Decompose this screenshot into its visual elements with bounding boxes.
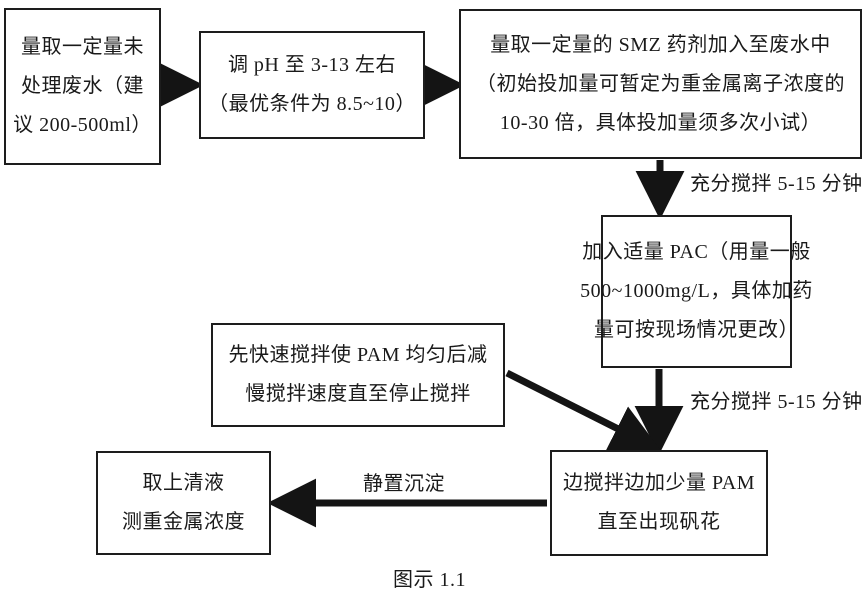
node-ph-line-2: （最优条件为 8.5~10）: [208, 93, 416, 115]
node-pac-line-2: 500~1000mg/L，具体加药: [580, 280, 813, 302]
node-smz-line-3: 10-30 倍，具体投加量须多次小试）: [499, 111, 822, 134]
node-pam-add-line-2: 直至出现矾花: [597, 511, 721, 533]
node-intake-line-2: 处理废水（建: [21, 75, 144, 97]
node-intake-line-3: 议 200-500ml）: [13, 114, 152, 136]
arrow-pam-stir-to-pam-add: [505, 369, 661, 451]
node-pam-stir-line-2: 慢搅拌速度直至停止搅拌: [245, 383, 471, 405]
node-pac-line-1: 加入适量 PAC（用量一般: [582, 241, 811, 263]
node-add-smz[interactable]: 量取一定量的 SMZ 药剂加入至废水中 （初始投加量可暂定为重金属离子浓度的 1…: [459, 9, 862, 159]
figure-caption: 图示 1.1: [393, 569, 466, 591]
node-intake-wastewater[interactable]: 量取一定量未 处理废水（建 议 200-500ml）: [4, 8, 161, 165]
node-pac-line-3: 量可按现场情况更改）: [594, 319, 799, 341]
node-adjust-ph[interactable]: 调 pH 至 3-13 左右 （最优条件为 8.5~10）: [199, 31, 425, 139]
node-ph-line-1: 调 pH 至 3-13 左右: [227, 54, 397, 76]
node-sample-line-1: 取上清液: [142, 472, 225, 494]
node-pam-stir-line-1: 先快速搅拌使 PAM 均匀后减: [228, 344, 488, 366]
node-smz-line-2: （初始投加量可暂定为重金属离子浓度的: [476, 72, 845, 95]
node-add-pam[interactable]: 边搅拌边加少量 PAM 直至出现矾花: [550, 450, 768, 556]
node-pam-add-line-1: 边搅拌边加少量 PAM: [562, 472, 755, 494]
node-pam-stirring-instruction[interactable]: 先快速搅拌使 PAM 均匀后减 慢搅拌速度直至停止搅拌: [211, 323, 505, 427]
node-intake-line-1: 量取一定量未: [21, 36, 144, 58]
node-sample-supernatant[interactable]: 取上清液 测重金属浓度: [96, 451, 271, 555]
edge-label-settle: 静置沉淀: [363, 473, 445, 495]
edge-label-mix-1: 充分搅拌 5-15 分钟: [690, 173, 863, 195]
node-sample-line-2: 测重金属浓度: [122, 511, 245, 533]
node-add-pac[interactable]: 加入适量 PAC（用量一般 500~1000mg/L，具体加药 量可按现场情况更…: [580, 215, 812, 368]
node-smz-line-1: 量取一定量的 SMZ 药剂加入至废水中: [490, 33, 831, 56]
edge-label-mix-2: 充分搅拌 5-15 分钟: [690, 391, 863, 413]
